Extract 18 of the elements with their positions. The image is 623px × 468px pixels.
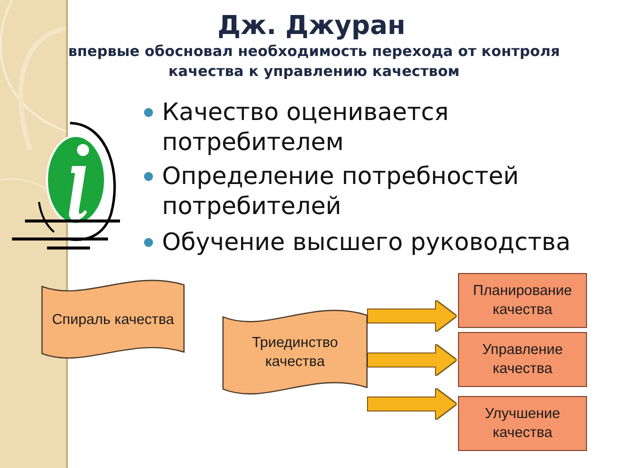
- block-arrow: [368, 389, 456, 419]
- block-arrow: [368, 345, 456, 375]
- process-box: [458, 273, 587, 328]
- subtitle: впервые обосновал необходимость перехода от контроля качества к управлению качеством: [68, 44, 560, 80]
- node-label: Планирование качества: [473, 282, 572, 318]
- node-label: Улучшение качества: [484, 406, 560, 440]
- process-box: [458, 332, 587, 387]
- bullet-text: Обучение высшего руководства: [162, 228, 571, 256]
- node-label: Триединство качества: [252, 335, 338, 370]
- wave-banner: [42, 280, 184, 360]
- bullet-text: Определение потребностей потребителей: [162, 162, 519, 220]
- process-box: [458, 396, 587, 451]
- bullet-text: Качество оценивается потребителем: [162, 98, 449, 156]
- node-label: Управление качества: [482, 342, 563, 376]
- title: Дж. Джуран: [217, 11, 406, 41]
- block-arrow: [368, 301, 456, 331]
- node-label: Спираль качества: [52, 312, 174, 328]
- wave-banner: [223, 310, 367, 396]
